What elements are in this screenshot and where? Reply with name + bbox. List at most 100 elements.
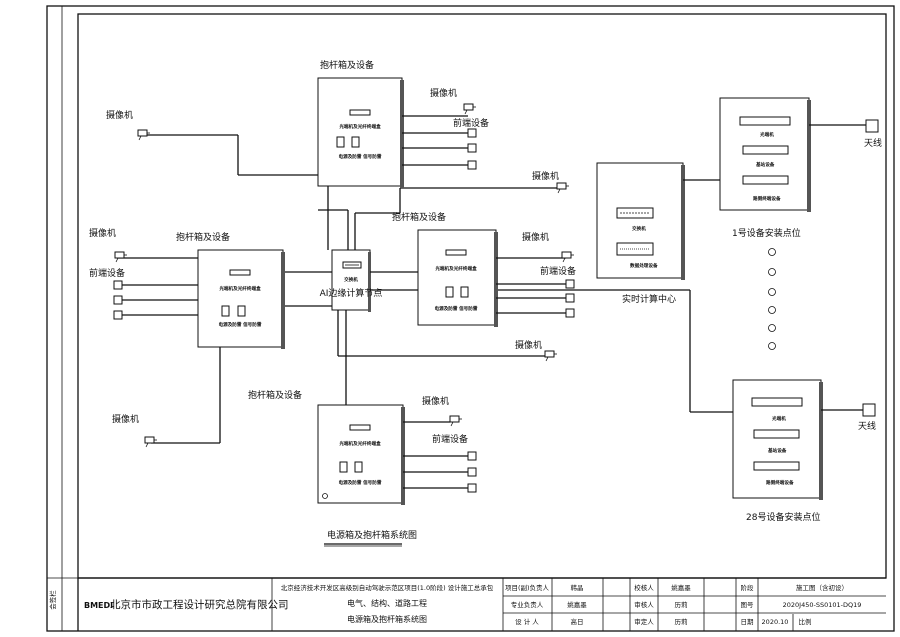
site-28-cabinet: 光端机 基站设备 路侧终端设备 天线 28号设备安装点位 <box>732 379 876 523</box>
optical-terminal-label: 光端机及光纤终端盒 <box>338 123 381 130</box>
antenna-label: 天线 <box>864 137 882 149</box>
company-name: 北京市市政工程设计研究总院有限公司 <box>110 598 289 611</box>
optical-terminal-label: 光端机及光纤终端盒 <box>434 265 477 272</box>
antenna-label: 天线 <box>858 420 876 432</box>
role-reviewer: 审核人 <box>634 600 654 609</box>
realtime-center-label: 实时计算中心 <box>622 293 676 305</box>
value-drawing-no: 2020J450-SS0101-DQ19 <box>783 601 862 609</box>
camera-icon <box>463 103 476 115</box>
camera-icon <box>561 251 574 263</box>
camera-label: 摄像机 <box>106 109 133 121</box>
value-stage: 施工图（含初设） <box>796 583 848 592</box>
base-station-label: 基站设备 <box>755 161 775 168</box>
role-date: 日期 <box>741 618 755 626</box>
value-date: 2020.10 <box>762 618 789 626</box>
antenna-icon <box>865 119 879 133</box>
title-block: 会签栏 BMEDI 北京市市政工程设计研究总院有限公司 北京经济技术开发区高级别… <box>48 577 886 631</box>
front-device-port <box>467 451 477 461</box>
roadside-terminal-label: 路侧终端设备 <box>766 479 794 486</box>
company-logo: BMEDI <box>84 601 113 610</box>
camera-label: 摄像机 <box>532 170 559 182</box>
realtime-computing-center: 交换机 数据处理设备 实时计算中心 <box>596 162 685 305</box>
site-continuation-dots <box>768 248 776 350</box>
front-device-port <box>467 483 477 493</box>
data-processing-label: 数据处理设备 <box>630 262 658 269</box>
optical-machine-label: 光端机 <box>771 415 786 422</box>
camera-icon <box>449 415 462 427</box>
power-surge-label: 电源及防雷 信号防雷 <box>435 305 478 312</box>
role-project-lead: 项目(副)负责人 <box>505 583 550 592</box>
front-device-label: 前端设备 <box>540 265 576 277</box>
power-surge-label: 电源及防雷 信号防雷 <box>219 321 262 328</box>
front-device-port <box>113 280 123 290</box>
optical-machine-label: 光端机 <box>759 131 774 138</box>
power-surge-label: 电源及防雷 信号防雷 <box>339 479 382 486</box>
front-device-port <box>113 295 123 305</box>
camera-label: 摄像机 <box>89 227 116 239</box>
front-device-port <box>565 279 575 289</box>
role-pro-lead: 专业负责人 <box>511 600 544 609</box>
roadside-terminal-label: 路侧终端设备 <box>753 195 781 202</box>
pole-box-label: 抱杆箱及设备 <box>248 389 302 401</box>
front-device-label: 前端设备 <box>453 117 489 129</box>
antenna-icon <box>862 403 876 417</box>
name-designer: 高日 <box>571 617 584 626</box>
role-approver: 审定人 <box>634 617 654 626</box>
front-device-port <box>565 308 575 318</box>
pole-box-left: 抱杆箱及设备 光端机及光纤终端盒 电源及防雷 信号防雷 前端设备 摄像机 <box>89 227 285 349</box>
role-designer: 设 计 人 <box>515 617 539 626</box>
name-pro-lead: 姚嘉墨 <box>567 600 587 609</box>
role-scale: 比例 <box>799 617 812 626</box>
base-station-label: 基站设备 <box>767 447 787 454</box>
site-1-label: 1号设备安装点位 <box>732 227 801 239</box>
outer-border <box>46 5 895 632</box>
switch-label: 交换机 <box>344 276 358 283</box>
site-28-label: 28号设备安装点位 <box>746 511 820 523</box>
camera-label: 摄像机 <box>522 231 549 243</box>
pole-box-right: 抱杆箱及设备 光端机及光纤终端盒 电源及防雷 信号防雷 前端设备 摄像机 <box>392 211 576 327</box>
front-device-label: 前端设备 <box>89 267 125 279</box>
ground-symbol <box>322 493 328 499</box>
pole-box-top: 抱杆箱及设备 光端机及光纤终端盒 电源及防雷 信号防雷 前端设备 摄像机 <box>317 59 489 188</box>
role-checker: 校核人 <box>634 583 654 592</box>
pole-box-bottom: 抱杆箱及设备 光端机及光纤终端盒 电源及防雷 信号防雷 前端设备 摄像机 <box>248 389 477 505</box>
name-project-lead: 韩晶 <box>571 583 584 592</box>
power-surge-label: 电源及防雷 信号防雷 <box>339 153 382 160</box>
project-line-3: 电源箱及抱杆箱系统图 <box>347 614 427 624</box>
diagram-title: 电源箱及抱杆箱系统图 <box>327 529 417 541</box>
stamp-column-label: 会签栏 <box>48 590 57 610</box>
front-device-port <box>467 128 477 138</box>
front-device-port <box>467 143 477 153</box>
switch-label: 交换机 <box>632 225 646 232</box>
edge-computing-node: 交换机 AI边缘计算节点 <box>320 249 383 312</box>
front-device-port <box>467 467 477 477</box>
camera-label: 摄像机 <box>515 339 542 351</box>
camera-label: 摄像机 <box>422 395 449 407</box>
project-line-1: 北京经济技术开发区高级别自动驾驶示范区项目(1.0阶段) 设计施工总承包 <box>281 583 494 592</box>
front-device-port <box>565 293 575 303</box>
camera-label: 摄像机 <box>430 87 457 99</box>
edge-node-label: AI边缘计算节点 <box>320 287 383 299</box>
optical-terminal-label: 光端机及光纤终端盒 <box>338 440 381 447</box>
role-stage: 阶段 <box>741 583 755 592</box>
camera-icon <box>144 436 157 448</box>
site-1-cabinet: 光端机 基站设备 路侧终端设备 天线 1号设备安装点位 <box>719 97 882 239</box>
front-device-port <box>113 310 123 320</box>
project-line-2: 电气、结构、道路工程 <box>347 598 427 608</box>
role-drawing-no: 图号 <box>741 601 755 609</box>
name-approver: 历莉 <box>675 617 689 626</box>
camera-icon <box>137 129 150 141</box>
front-device-port <box>467 160 477 170</box>
name-checker: 姚嘉墨 <box>671 583 691 592</box>
camera-icon <box>556 182 569 194</box>
pole-box-label: 抱杆箱及设备 <box>392 211 446 223</box>
camera-label: 摄像机 <box>112 413 139 425</box>
camera-icon <box>114 251 127 263</box>
camera-icon <box>544 350 557 362</box>
optical-terminal-label: 光端机及光纤终端盒 <box>218 285 261 292</box>
pole-box-label: 抱杆箱及设备 <box>176 231 230 243</box>
front-device-label: 前端设备 <box>432 433 468 445</box>
name-reviewer: 历莉 <box>675 600 689 609</box>
pole-box-label: 抱杆箱及设备 <box>320 59 374 71</box>
